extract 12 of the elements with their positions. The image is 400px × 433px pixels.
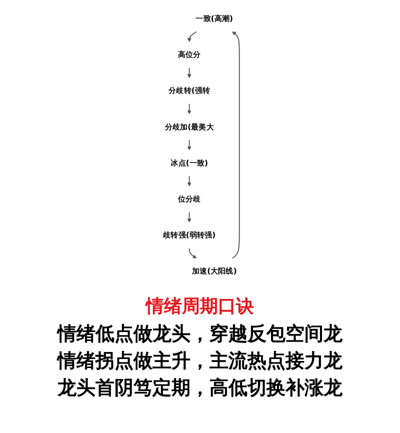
title: 情绪周期口诀: [146, 295, 254, 318]
arrow: [187, 30, 198, 42]
arrow: [187, 139, 192, 150]
arrow: [188, 248, 197, 259]
arrow: [187, 67, 192, 78]
verse-line: 情绪低点做龙头，穿越反包空间龙: [58, 322, 342, 347]
arrow: [232, 31, 240, 259]
verse-line: 情绪拐点做主升，主流热点接力龙: [58, 349, 342, 374]
arrow: [187, 212, 192, 223]
verse-line: 龙头首阴笃定期，高低切换补涨龙: [58, 376, 342, 401]
arrow: [187, 103, 192, 114]
arrow: [187, 175, 192, 186]
